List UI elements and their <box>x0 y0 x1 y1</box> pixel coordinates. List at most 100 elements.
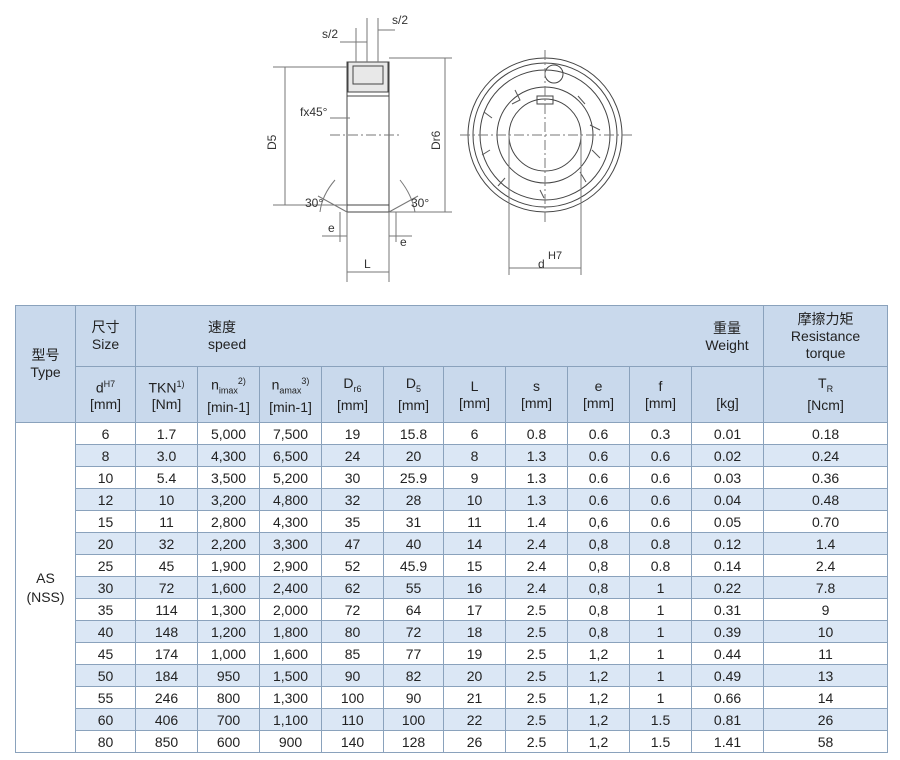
table-cell: 0.36 <box>763 466 889 489</box>
table-cell: 72 <box>135 576 198 599</box>
table-cell: 850 <box>135 730 198 753</box>
table-cell: 80 <box>75 730 136 753</box>
label-e-left: e <box>328 221 335 235</box>
table-cell: 40 <box>75 620 136 643</box>
table-cell: 2.4 <box>505 554 568 577</box>
table-cell: 2,800 <box>197 510 260 533</box>
table-cell: 0.01 <box>690 422 765 445</box>
table-cell: 1,600 <box>259 642 322 665</box>
table-cell: 0.6 <box>629 466 692 489</box>
table-cell: 0.05 <box>690 510 765 533</box>
table-cell: 110 <box>321 708 384 731</box>
table-cell: 2,400 <box>259 576 322 599</box>
table-cell: 0.66 <box>690 686 765 709</box>
table-cell: 15.8 <box>383 422 444 445</box>
column-header: namax3)[min-1] <box>259 366 322 423</box>
table-cell: 148 <box>135 620 198 643</box>
table-cell: 100 <box>383 708 444 731</box>
table-cell: 1 <box>629 664 692 687</box>
label-h7: H7 <box>548 250 562 262</box>
table-cell: 0,6 <box>567 510 630 533</box>
table-cell: 0.8 <box>629 532 692 555</box>
table-cell: 7.8 <box>763 576 889 599</box>
table-cell: 21 <box>443 686 506 709</box>
table-cell: 100 <box>321 686 384 709</box>
table-cell: 1.5 <box>629 730 692 753</box>
table-cell: 0,8 <box>567 598 630 621</box>
label-s-half-right: s/2 <box>392 13 408 27</box>
column-header: e[mm] <box>567 366 630 423</box>
table-cell: 11 <box>443 510 506 533</box>
label-d5: D5 <box>265 134 279 150</box>
table-cell: 14 <box>763 686 889 709</box>
table-cell: 1 <box>629 686 692 709</box>
table-cell: 1,2 <box>567 664 630 687</box>
table-cell: 62 <box>321 576 384 599</box>
table-cell: 2.5 <box>505 642 568 665</box>
table-cell: 406 <box>135 708 198 731</box>
table-cell: 1 <box>629 642 692 665</box>
table-cell: 24 <box>321 444 384 467</box>
table-cell: 0,8 <box>567 532 630 555</box>
column-header: Dr6[mm] <box>321 366 384 423</box>
table-cell: 32 <box>135 532 198 555</box>
table-cell: 1.3 <box>505 466 568 489</box>
table-cell: 4,300 <box>197 444 260 467</box>
table-cell: 1.4 <box>763 532 889 555</box>
table-cell: 1.5 <box>629 708 692 731</box>
table-cell: 11 <box>763 642 889 665</box>
weight-header: 重量 Weight <box>705 320 749 353</box>
table-cell: 900 <box>259 730 322 753</box>
table-cell: 30 <box>321 466 384 489</box>
table-cell: 16 <box>443 576 506 599</box>
table-cell: 4,800 <box>259 488 322 511</box>
table-cell: 9 <box>443 466 506 489</box>
table-cell: 0.39 <box>690 620 765 643</box>
table-cell: 0.02 <box>690 444 765 467</box>
table-cell: 72 <box>321 598 384 621</box>
table-cell: 2.4 <box>505 576 568 599</box>
table-cell: 0,8 <box>567 576 630 599</box>
table-cell: 30 <box>75 576 136 599</box>
table-cell: 15 <box>443 554 506 577</box>
table-cell: 47 <box>321 532 384 555</box>
table-cell: 8 <box>75 444 136 467</box>
table-cell: 19 <box>321 422 384 445</box>
table-cell: 1,2 <box>567 708 630 731</box>
units-header-row: dH7[mm]TKN1)[Nm]nimax2)[min-1]namax3)[mi… <box>16 366 889 423</box>
table-cell: 35 <box>75 598 136 621</box>
table-cell: 114 <box>135 598 198 621</box>
table-cell: 82 <box>383 664 444 687</box>
table-cell: 13 <box>763 664 889 687</box>
table-cell: 0.8 <box>629 554 692 577</box>
table-cell: 2.5 <box>505 598 568 621</box>
table-cell: 1,900 <box>197 554 260 577</box>
table-cell: 0,8 <box>567 620 630 643</box>
table-cell: 184 <box>135 664 198 687</box>
table-cell: 0.22 <box>690 576 765 599</box>
table-cell: 5,000 <box>197 422 260 445</box>
column-header: s[mm] <box>505 366 568 423</box>
table-cell: 1,2 <box>567 730 630 753</box>
table-cell: 1 <box>629 598 692 621</box>
table-cell: 2.4 <box>763 554 889 577</box>
column-header: TKN1)[Nm] <box>135 366 198 423</box>
table-cell: 10 <box>135 488 198 511</box>
table-cell: 6 <box>75 422 136 445</box>
table-cell: 58 <box>763 730 889 753</box>
table-cell: 0.6 <box>567 488 630 511</box>
table-cell: 3,500 <box>197 466 260 489</box>
table-cell: 0.14 <box>690 554 765 577</box>
column-header: f[mm] <box>629 366 692 423</box>
table-cell: 1 <box>629 576 692 599</box>
table-cell: 1 <box>629 620 692 643</box>
table-cell: 17 <box>443 598 506 621</box>
